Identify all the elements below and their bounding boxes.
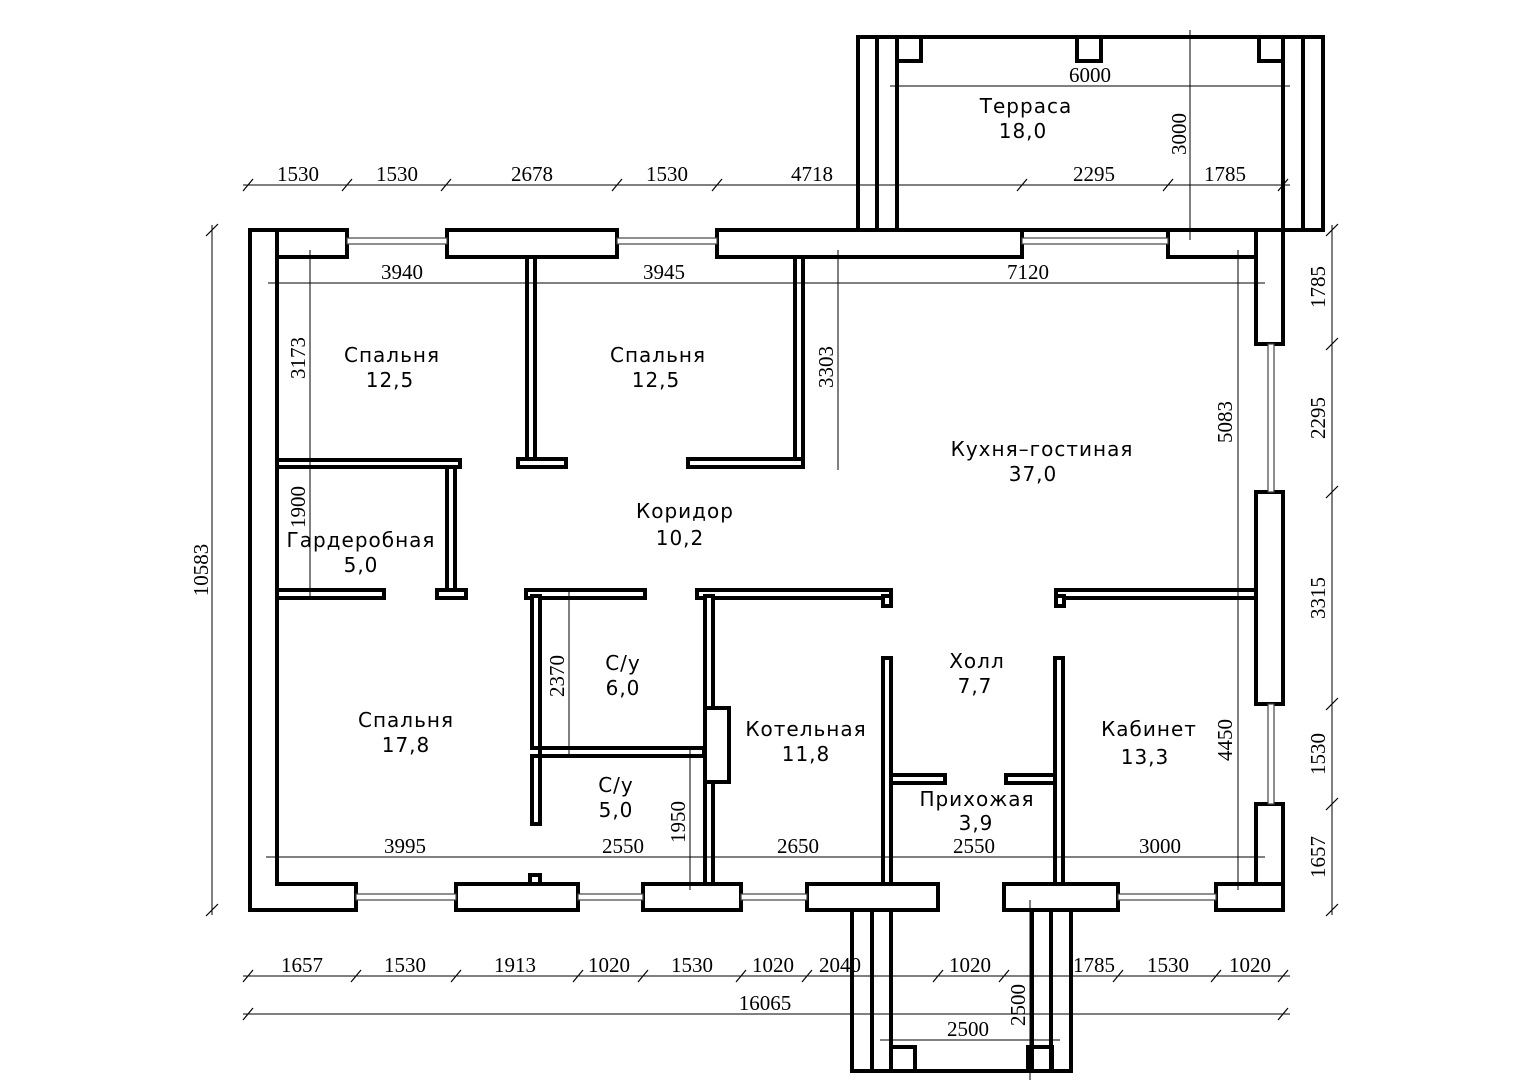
svg-text:Кухня–гостиная: Кухня–гостиная [951,437,1134,461]
porch-column [1026,1045,1054,1073]
room-labels: Терраса 18,0 Спальня 12,5 Спальня 12,5 К… [287,94,1197,835]
dim-bottom-1: 1657 [281,953,323,977]
svg-text:Спальня: Спальня [344,343,440,367]
dim-left-inner-2: 1900 [286,486,310,528]
dim-right-1: 1785 [1306,266,1330,308]
dim-right-4: 1530 [1306,733,1330,775]
svg-text:3,9: 3,9 [959,811,994,835]
terrace-column [895,35,923,63]
svg-text:5,0: 5,0 [599,798,634,822]
dim-inner-bottom-1: 3995 [384,834,426,858]
svg-text:11,8: 11,8 [782,742,831,766]
svg-text:Терраса: Терраса [979,94,1072,118]
dim-left-total: 10583 [189,544,213,597]
terrace-column [1075,35,1103,63]
dim-top-3: 2678 [511,162,553,186]
svg-text:С/у: С/у [605,651,641,675]
dim-bath-1950: 1950 [666,801,690,843]
svg-text:Спальня: Спальня [610,343,706,367]
dim-terrace-width: 6000 [1069,63,1111,87]
dim-inner-top-1: 3940 [381,260,423,284]
terrace-column [1257,35,1285,63]
chimney [703,706,731,784]
dim-bottom-11: 1020 [1229,953,1271,977]
dim-right-3: 3315 [1306,577,1330,619]
svg-text:Спальня: Спальня [358,708,454,732]
dimension-labels: 1530 1530 2678 1530 4718 2295 1785 6000 … [189,63,1330,1041]
room-boiler: Котельная 11,8 [745,717,866,766]
dim-kitchen-3303: 3303 [814,346,838,388]
dim-inner-bottom-4: 2550 [953,834,995,858]
dim-bottom-4: 1020 [588,953,630,977]
dim-top-5: 4718 [791,162,833,186]
svg-text:7,7: 7,7 [958,674,993,698]
room-bathroom-1: С/у 6,0 [605,651,641,700]
dim-top-4: 1530 [646,162,688,186]
dim-top-6: 2295 [1073,162,1115,186]
dim-bottom-9: 1785 [1073,953,1115,977]
dim-bottom-10: 1530 [1147,953,1189,977]
windows [346,237,1275,901]
porch-column [889,1045,917,1073]
room-bathroom-2: С/у 5,0 [598,773,634,822]
dim-inner-bottom-3: 2650 [777,834,819,858]
dimension-lines [205,30,1339,1080]
dim-bottom-8: 1020 [949,953,991,977]
dim-porch-width: 2500 [947,1017,989,1041]
dim-terrace-depth: 3000 [1167,113,1191,155]
svg-text:6,0: 6,0 [606,676,641,700]
svg-text:Котельная: Котельная [745,717,866,741]
svg-text:13,3: 13,3 [1121,745,1170,769]
svg-text:Коридор: Коридор [636,499,734,523]
svg-text:Холл: Холл [949,649,1005,673]
dim-right-5: 1657 [1306,836,1330,878]
interior-walls [275,255,1258,886]
dim-right-inner-1: 5083 [1213,401,1237,443]
dim-inner-bottom-2: 2550 [602,834,644,858]
room-corridor: Коридор 10,2 [636,499,734,550]
dim-top-7: 1785 [1204,162,1246,186]
svg-text:18,0: 18,0 [999,119,1048,143]
dim-left-inner-1: 3173 [286,337,310,379]
room-hall: Холл 7,7 [949,649,1005,698]
room-wardrobe: Гардеробная 5,0 [287,528,436,577]
dim-bottom-5: 1530 [671,953,713,977]
room-entryway: Прихожая 3,9 [919,787,1034,835]
dim-bottom-total: 16065 [739,991,792,1015]
room-terrace: Терраса 18,0 [979,94,1072,143]
svg-text:5,0: 5,0 [344,553,379,577]
dim-top-2: 1530 [376,162,418,186]
room-bedroom-2: Спальня 12,5 [610,343,706,392]
dim-right-2: 2295 [1306,397,1330,439]
svg-text:37,0: 37,0 [1009,462,1058,486]
terrace [856,35,1325,232]
dim-bottom-6: 1020 [752,953,794,977]
svg-text:Кабинет: Кабинет [1101,717,1197,741]
svg-text:С/у: С/у [598,773,634,797]
svg-text:10,2: 10,2 [656,526,705,550]
room-kitchen-living: Кухня–гостиная 37,0 [951,437,1134,486]
room-study: Кабинет 13,3 [1101,717,1197,769]
room-bedroom-3: Спальня 17,8 [358,708,454,757]
svg-text:Гардеробная: Гардеробная [287,528,436,552]
svg-text:Прихожая: Прихожая [919,787,1034,811]
room-bedroom-1: Спальня 12,5 [344,343,440,392]
svg-text:17,8: 17,8 [382,733,431,757]
dim-bottom-2: 1530 [384,953,426,977]
outer-walls [248,228,1285,912]
dim-bath-2370: 2370 [545,655,569,697]
dim-inner-bottom-5: 3000 [1139,834,1181,858]
dim-bottom-3: 1913 [494,953,536,977]
porch [850,910,1073,1073]
dim-right-inner-2: 4450 [1213,719,1237,761]
svg-text:12,5: 12,5 [366,368,415,392]
dim-top-1: 1530 [277,162,319,186]
dim-bottom-7: 2040 [819,953,861,977]
dim-inner-top-2: 3945 [643,260,685,284]
dim-inner-top-3: 7120 [1007,260,1049,284]
svg-text:12,5: 12,5 [632,368,681,392]
dim-porch-depth: 2500 [1006,984,1030,1026]
